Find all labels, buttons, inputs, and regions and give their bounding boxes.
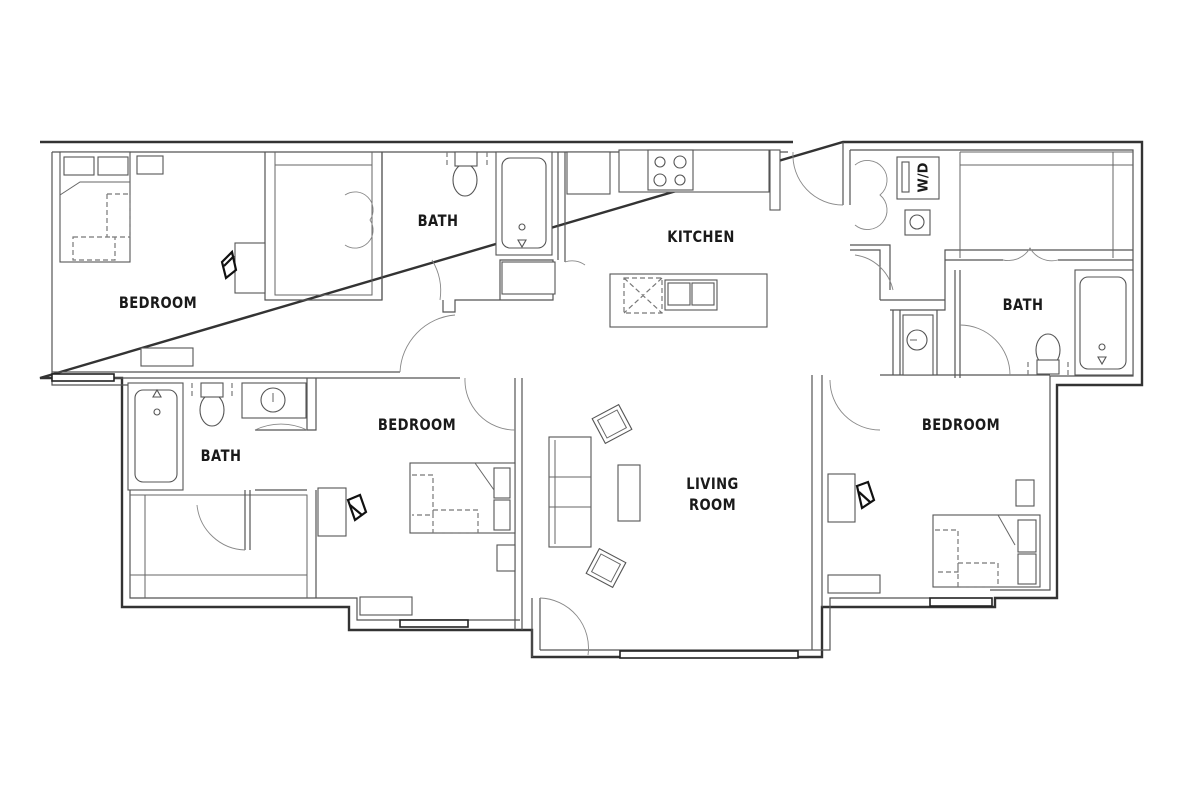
bedroom-se-furniture [827, 473, 1041, 594]
room-label-kitchen: KITCHEN [667, 227, 735, 246]
bath-north-fixtures [446, 151, 556, 295]
washer-dryer-label: W/D [916, 162, 932, 193]
room-label-bath-sw: BATH [200, 446, 242, 465]
room-label-living-room: LIVING ROOM [686, 474, 739, 514]
room-label-bath-east: BATH [1002, 295, 1044, 314]
door-swings [196, 151, 1059, 656]
windows [51, 373, 993, 659]
kitchen-fixtures [566, 149, 781, 328]
room-label-bedroom-center: BEDROOM [377, 415, 457, 434]
room-label-bedroom-se: BEDROOM [921, 415, 1001, 434]
bedroom-nw-furniture [59, 151, 266, 367]
exterior-walls [39, 140, 1144, 659]
bath-sw-fixtures [127, 382, 307, 491]
room-label-bedroom-nw: BEDROOM [118, 293, 198, 312]
room-label-bath-north: BATH [417, 211, 459, 230]
living-room-furniture [548, 403, 641, 589]
east-fixtures [896, 156, 1134, 376]
bedroom-center-furniture [317, 462, 516, 616]
